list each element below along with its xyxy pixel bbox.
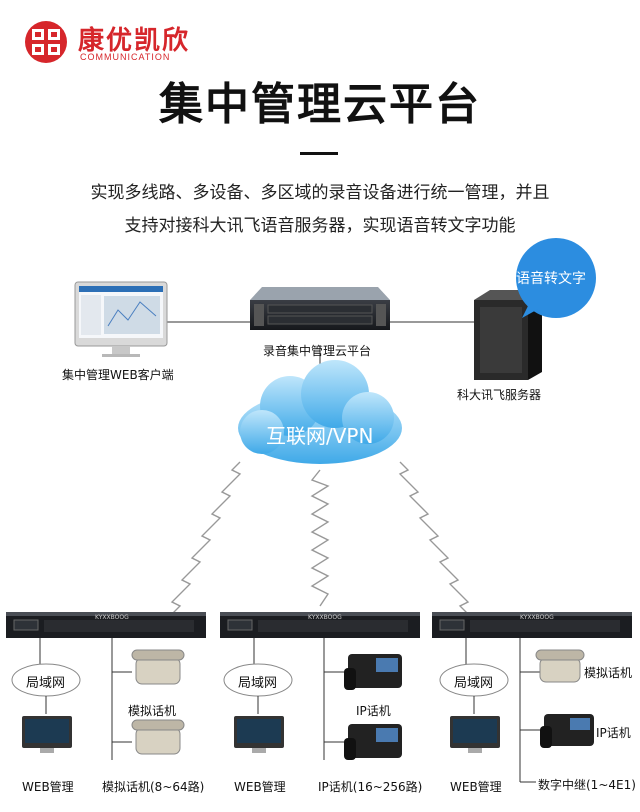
site-2-web-label: WEB管理 [234, 780, 286, 794]
speech-bubble-label: 语音转文字 [516, 271, 586, 287]
ip-phone-icon [344, 654, 402, 690]
logo-mark-icon [25, 21, 67, 63]
title-divider [300, 152, 338, 155]
ifly-server-label: 科大讯飞服务器 [457, 388, 542, 402]
internet-cloud-icon [238, 360, 402, 464]
site-3-top-device-label: 模拟话机 [584, 666, 633, 680]
description-line-2: 支持对接科大讯飞语音服务器，实现语音转文字功能 [124, 216, 516, 236]
site-2 [220, 612, 420, 760]
site-1-web-label: WEB管理 [22, 780, 74, 794]
cloud-server-icon [250, 287, 390, 330]
web-client-monitor-icon [74, 281, 168, 357]
site-2-top-device-label: IP话机 [356, 704, 391, 718]
device-model-1: KYXXBOOG [95, 614, 129, 621]
page-title: 集中管理云平台 [159, 79, 481, 130]
device-model-2: KYXXBOOG [308, 614, 342, 621]
site-3-bottom-device-label: 数字中继(1~4E1) [538, 778, 636, 792]
description-line-1: 实现多线路、多设备、多区域的录音设备进行统一管理，并且 [90, 183, 550, 203]
link-center [310, 469, 330, 607]
analog-phone-icon [131, 649, 185, 685]
site-3-middle-device-label: IP话机 [596, 726, 631, 740]
device-model-3: KYXXBOOG [520, 614, 554, 621]
link-left [161, 461, 242, 625]
site-2-lan-label: 局域网 [238, 676, 278, 691]
ip-phone-icon [540, 714, 594, 748]
site-3-lan-label: 局域网 [454, 676, 494, 691]
site-3-web-label: WEB管理 [450, 780, 502, 794]
site-1-lan-label: 局域网 [26, 676, 66, 691]
brand-name: 康优凯欣 [78, 26, 191, 56]
analog-phone-icon [131, 719, 185, 755]
server-label: 录音集中管理云平台 [263, 344, 372, 358]
site-1 [6, 612, 206, 760]
site-3 [432, 612, 632, 783]
analog-phone-icon [535, 649, 585, 683]
ip-phone-icon [344, 724, 402, 760]
cloud-label: 互联网/VPN [266, 424, 374, 448]
site-2-bottom-device-label: IP话机(16~256路) [318, 780, 423, 794]
site-1-top-device-label: 模拟话机 [128, 704, 177, 718]
site-1-bottom-device-label: 模拟话机(8~64路) [102, 780, 205, 794]
link-right [398, 461, 479, 625]
web-client-label: 集中管理WEB客户端 [62, 368, 174, 382]
speech-bubble [516, 238, 596, 318]
brand-subtitle: COMMUNICATION [80, 52, 171, 62]
